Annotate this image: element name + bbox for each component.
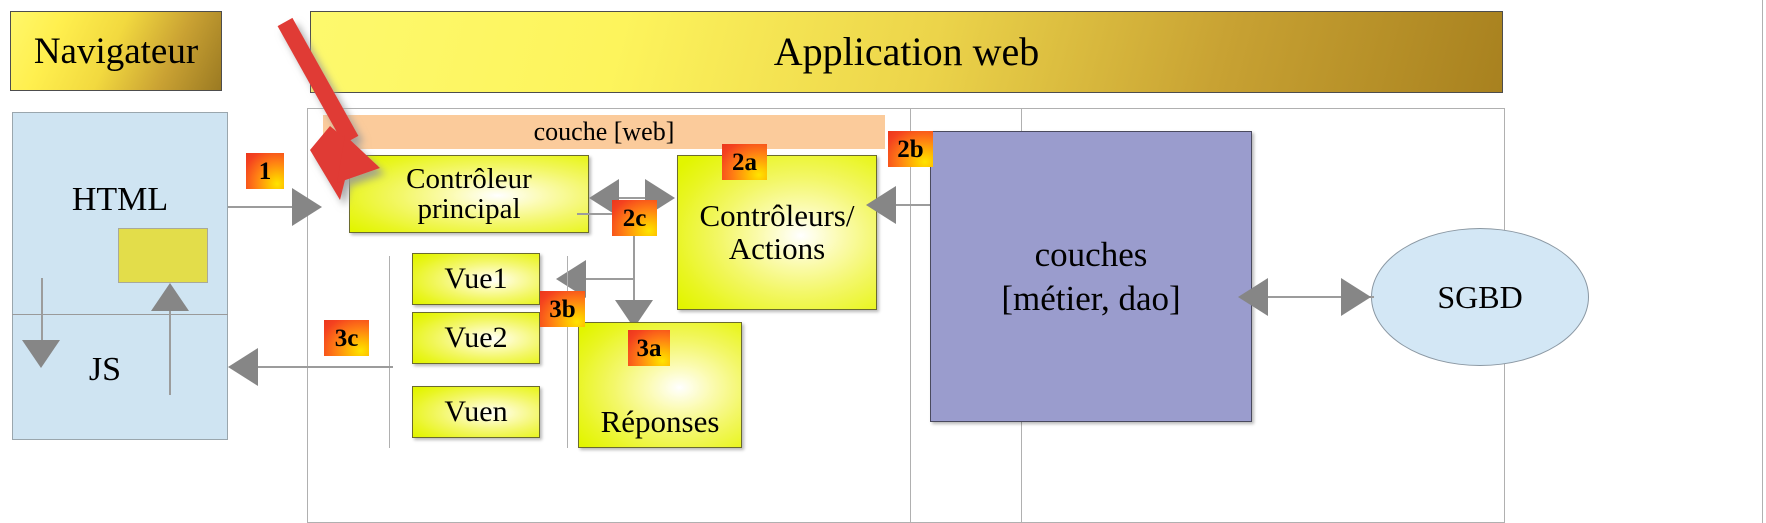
views-left-bracket [389, 256, 390, 448]
business-layers-line2: [métier, dao] [1001, 278, 1181, 318]
responses-to-view-line [580, 278, 635, 280]
navigateur-title-bar: Navigateur [10, 11, 222, 91]
html-to-controller-arrowhead-icon [292, 188, 322, 226]
badge-step-3b: 3b [540, 291, 585, 327]
html-js-separator [12, 314, 228, 315]
views-right-bracket [567, 256, 568, 448]
js-label: JS [88, 351, 122, 388]
right-frame-edge [1762, 0, 1763, 523]
database-ellipse: SGBD [1371, 228, 1589, 366]
badge-step-2a: 2a [722, 144, 767, 180]
html-inner-block [118, 228, 208, 283]
controller-to-responses-line [633, 232, 635, 320]
js-to-html-line [169, 290, 171, 395]
html-to-js-arrowhead-icon [22, 340, 60, 368]
html-to-js-line [41, 278, 43, 352]
couche-web-bar: couche [web] [323, 115, 885, 149]
database-label: SGBD [1437, 278, 1523, 315]
controllers-actions-line2: Actions [728, 230, 826, 266]
view-label: Vue1 [444, 262, 508, 296]
badge-step-2b: 2b [888, 131, 933, 167]
view-box-vue2: Vue2 [412, 312, 540, 364]
application-web-label: Application web [773, 29, 1040, 74]
html-label: HTML [71, 181, 169, 218]
couches-to-actions-arrowhead-icon [866, 186, 896, 224]
view-label: Vue2 [444, 321, 508, 355]
couche-web-label: couche [web] [533, 117, 675, 146]
views-to-js-line [248, 366, 393, 368]
views-to-js-arrowhead-icon [228, 348, 258, 386]
controller-to-actions-line [608, 197, 670, 199]
controllers-actions-line1: Contrôleurs/ [699, 197, 855, 233]
badge-step-1: 1 [246, 153, 284, 189]
html-to-controller-line [228, 206, 306, 208]
badge-step-3a: 3a [628, 330, 670, 366]
navigateur-label: Navigateur [33, 30, 199, 72]
view-box-vue1: Vue1 [412, 253, 540, 305]
controllers-actions-box: Contrôleurs/ Actions [677, 155, 877, 310]
controller-principal-line2: principal [417, 193, 521, 225]
view-box-vuen: Vuen [412, 386, 540, 438]
web-layer-divider [910, 108, 911, 523]
business-layers-line1: couches [1034, 234, 1148, 274]
application-web-title-bar: Application web [310, 11, 1503, 93]
controller-2c-line [577, 213, 629, 215]
badge-step-2c: 2c [612, 200, 657, 236]
couches-to-database-arrowhead-icon [1341, 278, 1371, 316]
database-to-couches-arrowhead-icon [1238, 278, 1268, 316]
controller-principal-line1: Contrôleur [406, 162, 532, 195]
responses-label: Réponses [600, 404, 720, 440]
controller-principal-box: Contrôleur principal [349, 155, 589, 233]
couches-to-database-line [1264, 296, 1374, 298]
view-label: Vuen [444, 395, 508, 429]
js-to-html-arrowhead-icon [151, 283, 189, 311]
business-layers-box: couches [métier, dao] [930, 131, 1252, 422]
badge-step-3c: 3c [324, 320, 369, 356]
